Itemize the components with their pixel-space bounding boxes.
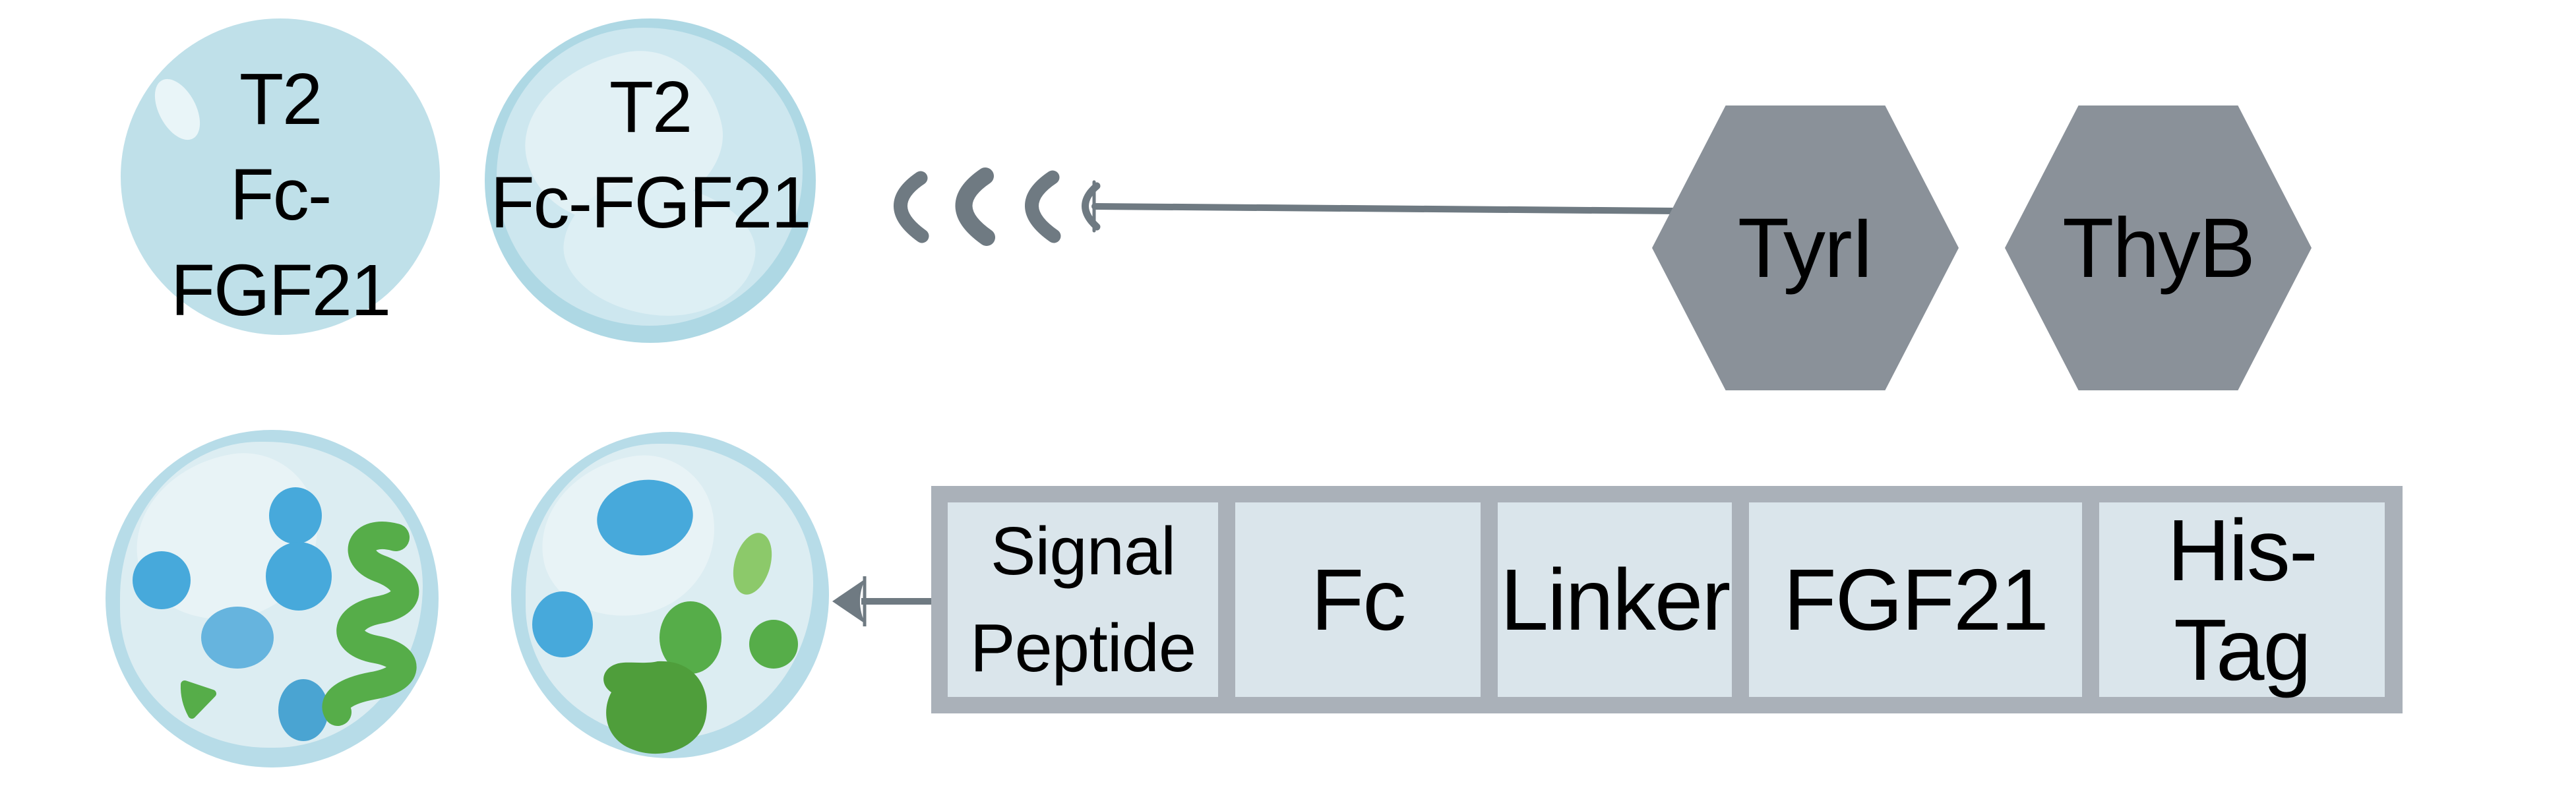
chevron-left-icon xyxy=(894,171,929,243)
triple-chevron-left-icon xyxy=(894,167,1684,246)
construct-segment-fgf21: FGF21 xyxy=(1749,502,2082,697)
microalgae-cell-1 xyxy=(106,430,439,767)
segment-label: Signal Peptide xyxy=(969,513,1196,686)
cell-contents xyxy=(133,487,419,741)
chevron-left-icon xyxy=(955,167,995,246)
cell-label-line2: Fc-FGF21 xyxy=(490,162,811,244)
protein-blob-green xyxy=(659,601,721,674)
cell-label-line2: Fc-FGF21 xyxy=(170,154,391,332)
construct-segment-his-tag: His-Tag xyxy=(2099,501,2385,698)
segment-label: FGF21 xyxy=(1783,551,2049,648)
segment-label: Linker xyxy=(1500,551,1731,648)
protein-blob-blue xyxy=(133,551,191,609)
plasmid-hexagon-thyb: ThyB xyxy=(2005,105,2312,390)
protein-blob-blue xyxy=(201,607,274,669)
gene-construct: Signal Peptide Fc Linker FGF21 His-Tag xyxy=(931,486,2403,713)
protein-blob-blue xyxy=(269,487,322,544)
cell-t2-fcfgf21-1: T2 Fc-FGF21 xyxy=(121,18,440,335)
protein-blob-green-dark xyxy=(603,661,707,754)
cell-label: T2 Fc-FGF21 xyxy=(485,59,816,251)
construct-segment-signal-peptide: Signal Peptide xyxy=(948,502,1218,697)
plasmid-label: ThyB xyxy=(2062,200,2255,295)
microalgae-cell-2 xyxy=(511,432,829,758)
protein-squiggle-green xyxy=(322,522,419,726)
protein-blob-blue xyxy=(597,479,693,556)
cell-contents xyxy=(532,479,798,754)
protein-blob-green xyxy=(749,620,798,669)
segment-label: Fc xyxy=(1310,551,1407,648)
protein-blob-green-light xyxy=(733,533,772,595)
protein-blob-blue xyxy=(532,591,593,657)
protein-blob-blue xyxy=(278,679,328,741)
segment-label: His-Tag xyxy=(2167,501,2318,698)
chevron-left-icon xyxy=(1025,170,1061,243)
cell-label-line1: T2 xyxy=(609,67,692,148)
arrow-shaft xyxy=(1091,203,1684,214)
arrowhead-icon xyxy=(832,579,865,624)
arrowhead-icon xyxy=(1082,182,1101,231)
cell-label-line1: T2 xyxy=(239,59,322,140)
plasmid-label: TyrI xyxy=(1737,200,1874,295)
construct-segment-fc: Fc xyxy=(1235,502,1481,697)
arrow-left-icon xyxy=(832,576,931,626)
plasmid-hexagon-tyri: TyrI xyxy=(1652,105,1959,390)
protein-blob-blue xyxy=(266,542,332,611)
construct-segment-linker: Linker xyxy=(1498,502,1732,697)
protein-blob-green xyxy=(180,680,216,719)
cell-label: T2 Fc-FGF21 xyxy=(121,51,440,339)
cell-t2-fcfgf21-2: T2 Fc-FGF21 xyxy=(485,18,816,343)
